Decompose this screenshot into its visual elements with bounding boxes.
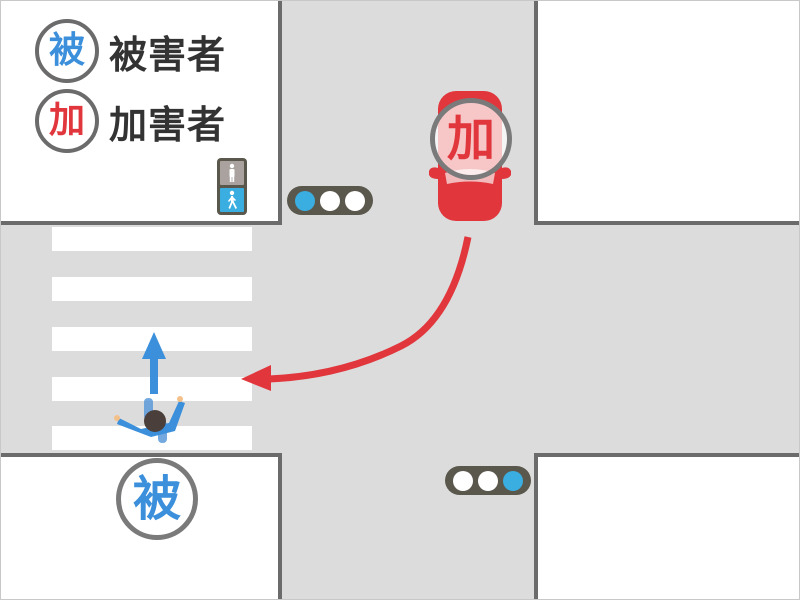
victim-badge: 被: [35, 19, 99, 83]
lamp-off: [320, 190, 340, 211]
offender-label: 加害者: [109, 102, 227, 147]
standing-person-icon: [229, 163, 235, 182]
crosswalk-stripe: [52, 277, 252, 301]
lamp-green-lit: [295, 190, 315, 211]
walking-person-icon: [228, 190, 237, 209]
pedestrian-figure-icon: [114, 396, 185, 443]
offender-badge: 加: [35, 89, 99, 153]
victim-label: 被害者: [109, 32, 227, 77]
car-path-arrow: [241, 236, 472, 391]
lamp-off: [345, 190, 365, 211]
victim-marker: 被: [116, 458, 198, 540]
traffic-light-top: [287, 186, 373, 215]
pedestrian-direction-arrow: [142, 332, 166, 394]
sidewalk-bottom-right: [534, 453, 799, 599]
sidewalk-top-right: [534, 1, 799, 225]
pedestrian-walk-lamp: [220, 188, 244, 212]
offender-marker: 加: [430, 98, 512, 180]
traffic-light-bottom: [445, 466, 531, 495]
crosswalk-stripe: [52, 227, 252, 251]
legend-victim: 被 被害者: [35, 19, 226, 83]
lamp-green-lit: [503, 470, 523, 491]
lamp-off: [478, 470, 498, 491]
lamp-off: [453, 470, 473, 491]
pedestrian-stop-lamp: [220, 161, 244, 185]
pedestrian-signal: [217, 158, 247, 215]
legend-offender: 加 加害者: [35, 89, 226, 153]
